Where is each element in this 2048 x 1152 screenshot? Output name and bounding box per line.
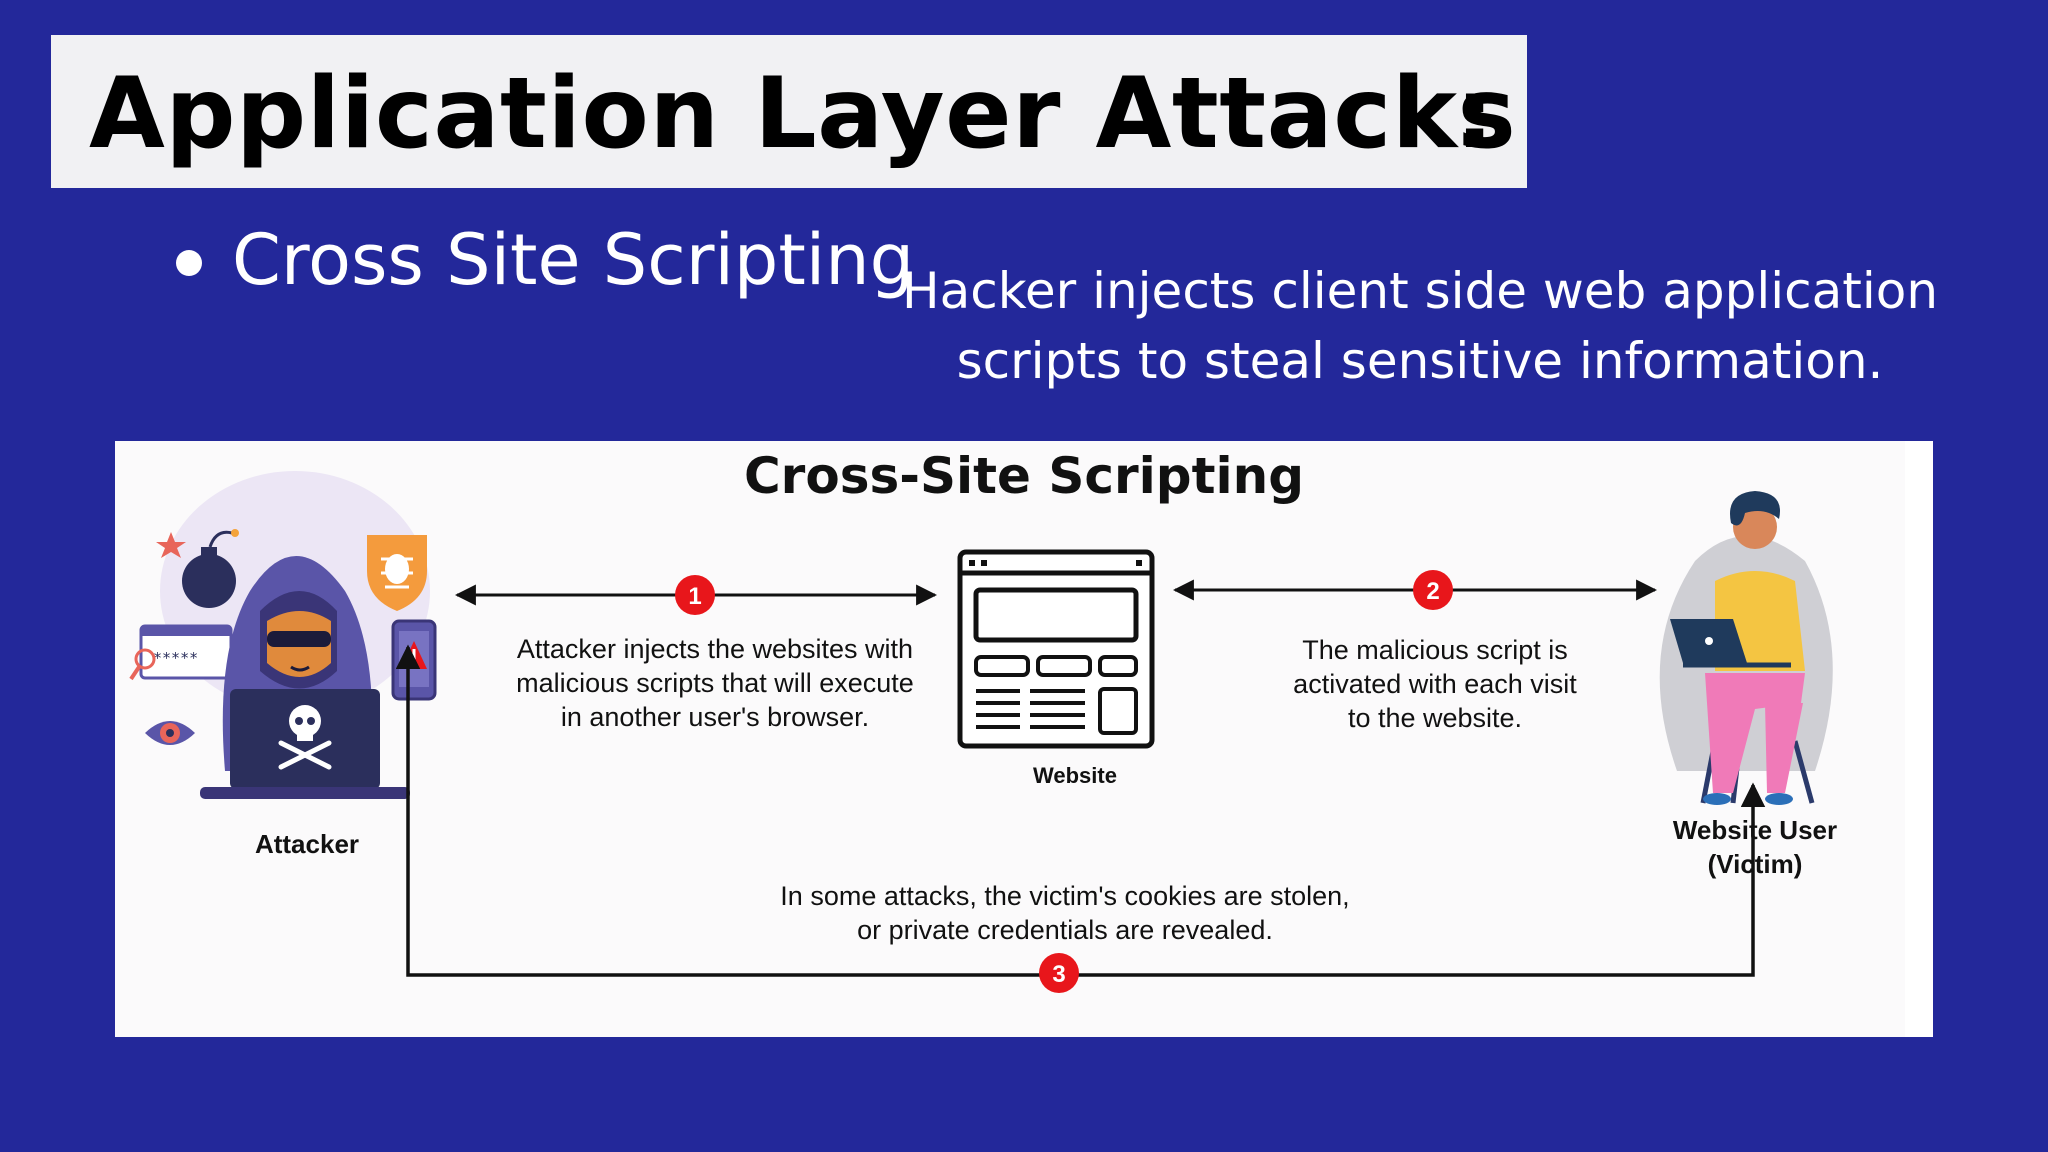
- hacker-mask: [267, 631, 331, 647]
- description-line: scripts to steal sensitive information.: [956, 332, 1884, 390]
- step-2-text: The malicious script is activated with e…: [1265, 633, 1605, 735]
- title-box: Application Layer Attacks :: [51, 35, 1527, 188]
- step-text-line: activated with each visit: [1293, 669, 1577, 699]
- step-text-line: Attacker injects the websites with: [516, 634, 914, 664]
- attacker-label: Attacker: [254, 829, 360, 859]
- password-window-icon: *****: [129, 624, 233, 681]
- description-line: Hacker injects client side web applicati…: [901, 262, 1939, 320]
- step-1-text: Attacker injects the websites with malic…: [475, 632, 955, 734]
- step-badge-1: 1: [675, 575, 715, 615]
- website-illustration: [957, 549, 1155, 749]
- victim-label: Website User (Victim): [1635, 813, 1875, 881]
- victim-hair: [1730, 491, 1780, 526]
- step-text-line: malicious scripts that will execute: [516, 668, 914, 698]
- step-3-text: In some attacks, the victim's cookies ar…: [735, 879, 1395, 947]
- step-number: 3: [1052, 961, 1065, 988]
- step-text-line: The malicious script is: [1302, 635, 1568, 665]
- arrow-victim-attacker: [395, 644, 1766, 977]
- eye-icon: [145, 721, 195, 745]
- bomb-icon: [182, 529, 239, 608]
- xss-diagram: *****: [115, 441, 1933, 1037]
- step-text-line: to the website.: [1347, 703, 1523, 733]
- victim-illustration: [1659, 491, 1833, 805]
- bullet-dot-icon: [176, 250, 202, 276]
- step-text-line: or private credentials are revealed.: [857, 915, 1273, 945]
- step-text-line: In some attacks, the victim's cookies ar…: [780, 881, 1350, 911]
- password-mask: *****: [153, 649, 198, 667]
- skull-crossbones-icon: [278, 705, 332, 770]
- slide-title: Application Layer Attacks: [89, 57, 1517, 171]
- website-label: Website: [1033, 763, 1117, 788]
- phone-warning-icon: [391, 619, 437, 701]
- step-number: 2: [1426, 578, 1439, 605]
- title-colon: :: [1455, 57, 1495, 171]
- bullet-cross-site-scripting: Cross Site Scripting: [232, 219, 915, 301]
- attacker-illustration: *****: [129, 471, 437, 799]
- step-badge-2: 2: [1413, 570, 1453, 610]
- slide-description: Hacker injects client side web applicati…: [900, 256, 1940, 396]
- step-badge-3: 3: [1039, 953, 1079, 993]
- step-number: 1: [688, 583, 701, 610]
- victim-label-line: Website User: [1672, 815, 1838, 845]
- step-text-line: in another user's browser.: [560, 702, 870, 732]
- star-icon: [156, 532, 186, 558]
- diagram-graphics: *****: [129, 471, 1833, 993]
- diagram-title: Cross-Site Scripting: [743, 447, 1304, 505]
- victim-label-line: (Victim): [1707, 849, 1803, 879]
- bug-shield-icon: [367, 535, 427, 611]
